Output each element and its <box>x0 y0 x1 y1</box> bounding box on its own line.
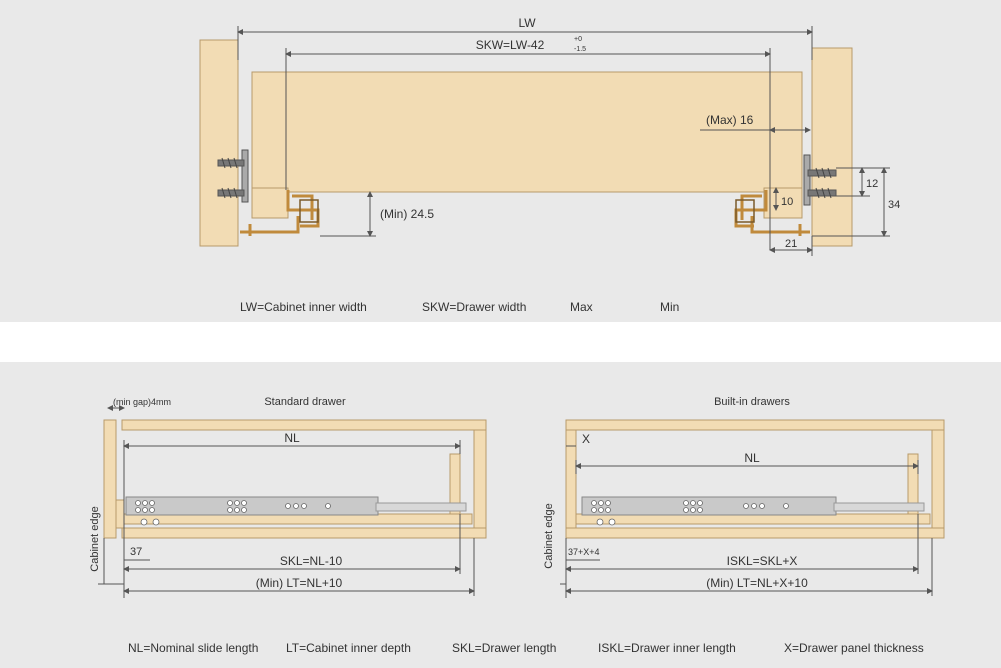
cabinet-top-panel <box>121 419 487 431</box>
right-slide-bracket <box>734 190 810 236</box>
legend-item: NL=Nominal slide length <box>128 641 258 655</box>
label-lt: (Min) LT=NL+X+10 <box>706 576 808 590</box>
left-cabinet-wall <box>199 39 239 247</box>
drawer-box <box>251 71 803 193</box>
right-screws <box>803 154 837 206</box>
label-min245: (Min) 24.5 <box>380 207 434 221</box>
legend-item: LW=Cabinet inner width <box>240 300 367 314</box>
cabinet-bottom-panel <box>565 527 945 539</box>
label-x: X <box>582 432 590 446</box>
cabinet-top-panel <box>565 419 945 431</box>
label-cabinet-edge: Cabinet edge <box>543 503 555 568</box>
label-nl: NL <box>744 451 760 465</box>
slide-holes <box>591 500 789 526</box>
left-screws <box>217 149 249 203</box>
right-cabinet-wall <box>811 47 853 247</box>
legend-item: SKL=Drawer length <box>452 641 556 655</box>
panel-separator <box>0 322 1001 362</box>
label-skw-tolerance-upper: +0 <box>574 36 582 43</box>
cabinet-back-panel <box>931 429 945 539</box>
label-skw-tolerance-lower: -1.5 <box>574 46 586 53</box>
label-offset: 37+X+4 <box>568 547 600 557</box>
label-lw: LW <box>518 16 536 30</box>
standard-dimension-lines <box>98 440 475 598</box>
builtin-title: Built-in drawers <box>714 396 790 408</box>
label-max16: (Max) 16 <box>706 113 754 127</box>
slide-inner-rail <box>833 502 925 512</box>
drawer-left-foot <box>251 187 289 219</box>
top-cross-section: LW SKW=LW-42 +0 -1.5 (Max) 16 (Min) 24.5… <box>199 16 900 256</box>
slide-rail <box>125 496 379 516</box>
legend-item: X=Drawer panel thickness <box>784 641 924 655</box>
label-37: 37 <box>130 546 142 558</box>
legend-item: ISKL=Drawer inner length <box>598 641 736 655</box>
left-slide-bracket <box>240 190 320 236</box>
drawer-front-inset <box>565 429 577 529</box>
label-nl: NL <box>284 431 300 445</box>
cabinet-front-panel <box>103 419 117 539</box>
label-21: 21 <box>785 238 797 250</box>
bottom-legend: NL=Nominal slide length LT=Cabinet inner… <box>128 641 924 655</box>
label-skw: SKW=LW-42 <box>476 38 545 52</box>
top-legend: LW=Cabinet inner width SKW=Drawer width … <box>240 300 679 314</box>
right-slide-profile <box>735 199 755 223</box>
left-slide-profile <box>299 199 319 223</box>
standard-drawer-diagram: Standard drawer (min gap)4mm <box>89 396 487 598</box>
label-10: 10 <box>781 196 793 208</box>
label-12: 12 <box>866 178 878 190</box>
legend-item: Max <box>570 300 593 314</box>
min-gap-label: (min gap)4mm <box>113 397 171 407</box>
label-skl: SKL=NL-10 <box>280 554 343 568</box>
legend-item: SKW=Drawer width <box>422 300 526 314</box>
label-lt: (Min) LT=NL+10 <box>256 576 343 590</box>
slide-holes <box>135 500 331 526</box>
label-iskl: ISKL=SKL+X <box>727 554 798 568</box>
cabinet-back-panel <box>473 429 487 539</box>
label-cabinet-edge: Cabinet edge <box>89 506 101 571</box>
standard-title: Standard drawer <box>264 396 346 408</box>
slide-rail <box>581 496 837 516</box>
top-dimension-lines <box>237 26 890 256</box>
cabinet-bottom-panel <box>121 527 487 539</box>
legend-item: Min <box>660 300 679 314</box>
drawer-front <box>115 499 125 529</box>
builtin-drawer-diagram: Built-in drawers <box>543 396 945 598</box>
builtin-dimension-lines <box>560 445 933 598</box>
slide-inner-rail <box>375 502 467 512</box>
legend-item: LT=Cabinet inner depth <box>286 641 411 655</box>
label-34: 34 <box>888 199 900 211</box>
